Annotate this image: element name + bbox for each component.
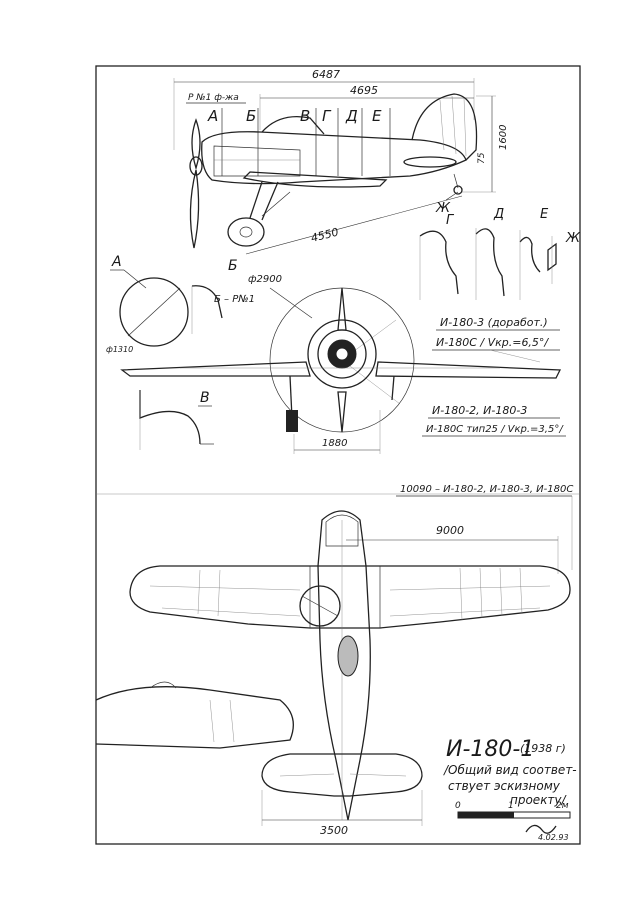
title-note-1: /Общий вид соответ- xyxy=(443,763,577,777)
dim-overall-length: 6487 xyxy=(312,68,340,81)
station-zh: Ж xyxy=(435,201,451,216)
title-note-2: ствует эскизному xyxy=(448,779,561,793)
station-g: Г xyxy=(322,107,332,125)
signature xyxy=(525,824,557,834)
dim-wingspan-other: 10090 – И-180-2, И-180-3, И-180С xyxy=(400,484,573,495)
section-e-label: Е xyxy=(540,207,549,222)
dim-spinner-diameter: ф1310 xyxy=(106,345,133,354)
side-view: 6487 4695 Р №1 ф-жа А Б В Г Д Е xyxy=(173,68,509,255)
dim-wingspan: 9000 xyxy=(436,524,464,537)
title-year: (1938 г) xyxy=(520,742,566,755)
variant-note-3: И-180-2, И-180-3 xyxy=(432,404,527,417)
dim-track: 1880 xyxy=(322,438,347,449)
variant-note-2: И-180С / Vкр.=6,5°/ xyxy=(436,336,549,349)
dim-fuselage-length: 4695 xyxy=(350,84,378,97)
dim-stabilizer-span: 3500 xyxy=(320,824,348,837)
section-zh-label: Ж xyxy=(565,231,581,246)
section-b-note: Б – Р№1 xyxy=(214,294,255,305)
front-view: ф2900 1880 И-180-3 (доработ.) И-180С / V… xyxy=(120,274,566,454)
section-v-label: В xyxy=(200,390,210,406)
signature-date: 4.02.93 xyxy=(538,833,569,842)
section-b-label: Б xyxy=(228,258,238,274)
section-a-label: А xyxy=(111,254,122,270)
title-block: И-180-1 (1938 г) /Общий вид соответ- ств… xyxy=(443,737,577,842)
station-e: Е xyxy=(372,107,382,125)
dim-prop-diameter: ф2900 xyxy=(248,274,282,285)
section-g-label: Г xyxy=(446,213,455,228)
dim-height: 1600 xyxy=(498,125,509,150)
section-d-label: Д xyxy=(493,207,504,222)
scale-tick-1: 1 xyxy=(508,801,514,811)
dim-wheelbase: 4550 xyxy=(310,226,340,245)
station-v: В xyxy=(300,107,310,125)
station-d: Д xyxy=(345,107,358,125)
plan-view: 10090 – И-180-2, И-180-3, И-180С 9000 xyxy=(95,484,573,837)
station-a: А xyxy=(207,107,218,125)
section-profiles: А ф1310 Б Б – Р№1 В Г Д Е Ж xyxy=(106,207,581,450)
station-b: Б xyxy=(246,107,256,125)
sheet-frame xyxy=(95,65,581,845)
title-note-3: проекту/ xyxy=(510,793,568,807)
title-main: И-180-1 xyxy=(446,737,534,762)
rib-label: Р №1 ф-жа xyxy=(188,93,239,103)
dim-tail-offset: 75 xyxy=(477,152,487,164)
variant-note-4: И-180С тип25 / Vкр.=3,5°/ xyxy=(426,424,564,435)
scale-tick-0: 0 xyxy=(455,801,461,811)
variant-note-1: И-180-3 (доработ.) xyxy=(440,316,548,329)
scale-tick-2: 2м xyxy=(556,801,569,811)
